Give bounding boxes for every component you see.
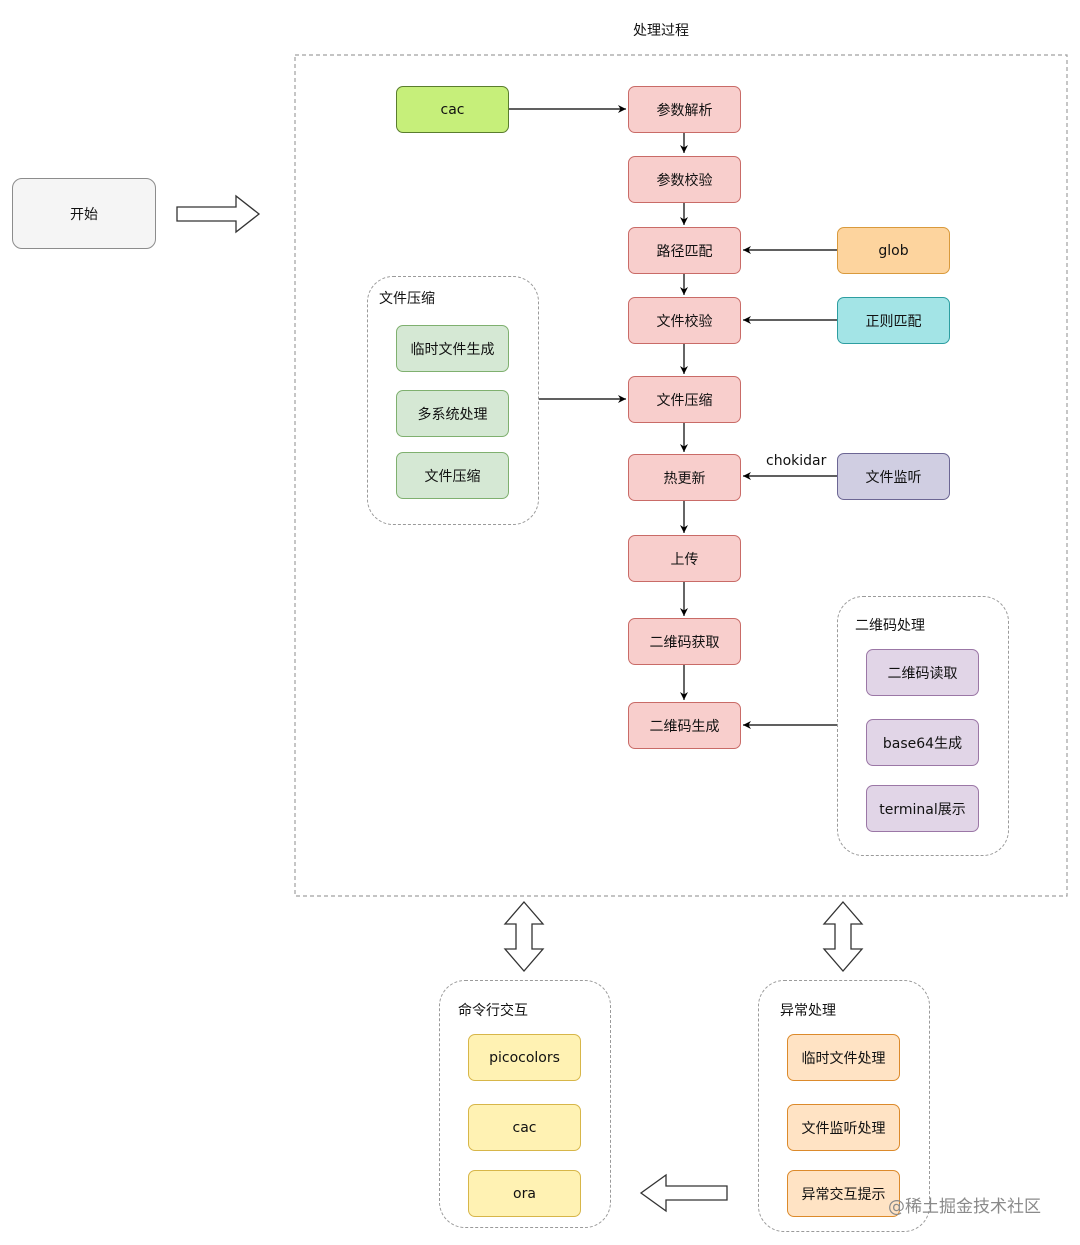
step-qrcode-generate: 二维码生成: [628, 702, 741, 749]
compress-item-multi-os: 多系统处理: [396, 390, 509, 437]
compress-item-compress: 文件压缩: [396, 452, 509, 499]
double-arrow-cli: [503, 901, 545, 972]
edge-label-chokidar: chokidar: [766, 453, 827, 469]
cli-group-title: 命令行交互: [458, 1003, 528, 1019]
step-file-validate: 文件校验: [628, 297, 741, 344]
qrcode-group-title: 二维码处理: [855, 618, 925, 634]
step-validate-args: 参数校验: [628, 156, 741, 203]
cli-item-cac: cac: [468, 1104, 581, 1151]
step-upload: 上传: [628, 535, 741, 582]
input-regex-match: 正则匹配: [837, 297, 950, 344]
cli-item-ora: ora: [468, 1170, 581, 1217]
error-item-file-watch: 文件监听处理: [787, 1104, 900, 1151]
source-cac-node: cac: [396, 86, 509, 133]
qrcode-group: [837, 596, 1009, 856]
error-group: [758, 980, 930, 1232]
error-item-interaction-hint: 异常交互提示: [787, 1170, 900, 1217]
input-file-watch: 文件监听: [837, 453, 950, 500]
start-arrow: [176, 194, 261, 234]
step-hot-update: 热更新: [628, 454, 741, 501]
error-to-cli-arrow: [639, 1173, 728, 1213]
qrcode-item-terminal: terminal展示: [866, 785, 979, 832]
compress-group: [367, 276, 539, 525]
compress-group-title: 文件压缩: [379, 291, 435, 307]
qrcode-item-base64: base64生成: [866, 719, 979, 766]
double-arrow-error: [822, 901, 864, 972]
cli-item-picocolors: picocolors: [468, 1034, 581, 1081]
diagram-title: 处理过程: [633, 23, 689, 39]
watermark: @稀土掘金技术社区: [888, 1197, 1041, 1217]
step-file-compress: 文件压缩: [628, 376, 741, 423]
step-path-match: 路径匹配: [628, 227, 741, 274]
input-glob: glob: [837, 227, 950, 274]
error-item-temp-file: 临时文件处理: [787, 1034, 900, 1081]
step-parse-args: 参数解析: [628, 86, 741, 133]
compress-item-temp-file: 临时文件生成: [396, 325, 509, 372]
step-qrcode-fetch: 二维码获取: [628, 618, 741, 665]
qrcode-item-read: 二维码读取: [866, 649, 979, 696]
cli-group: [439, 980, 611, 1228]
start-node: 开始: [12, 178, 156, 249]
error-group-title: 异常处理: [780, 1003, 836, 1019]
